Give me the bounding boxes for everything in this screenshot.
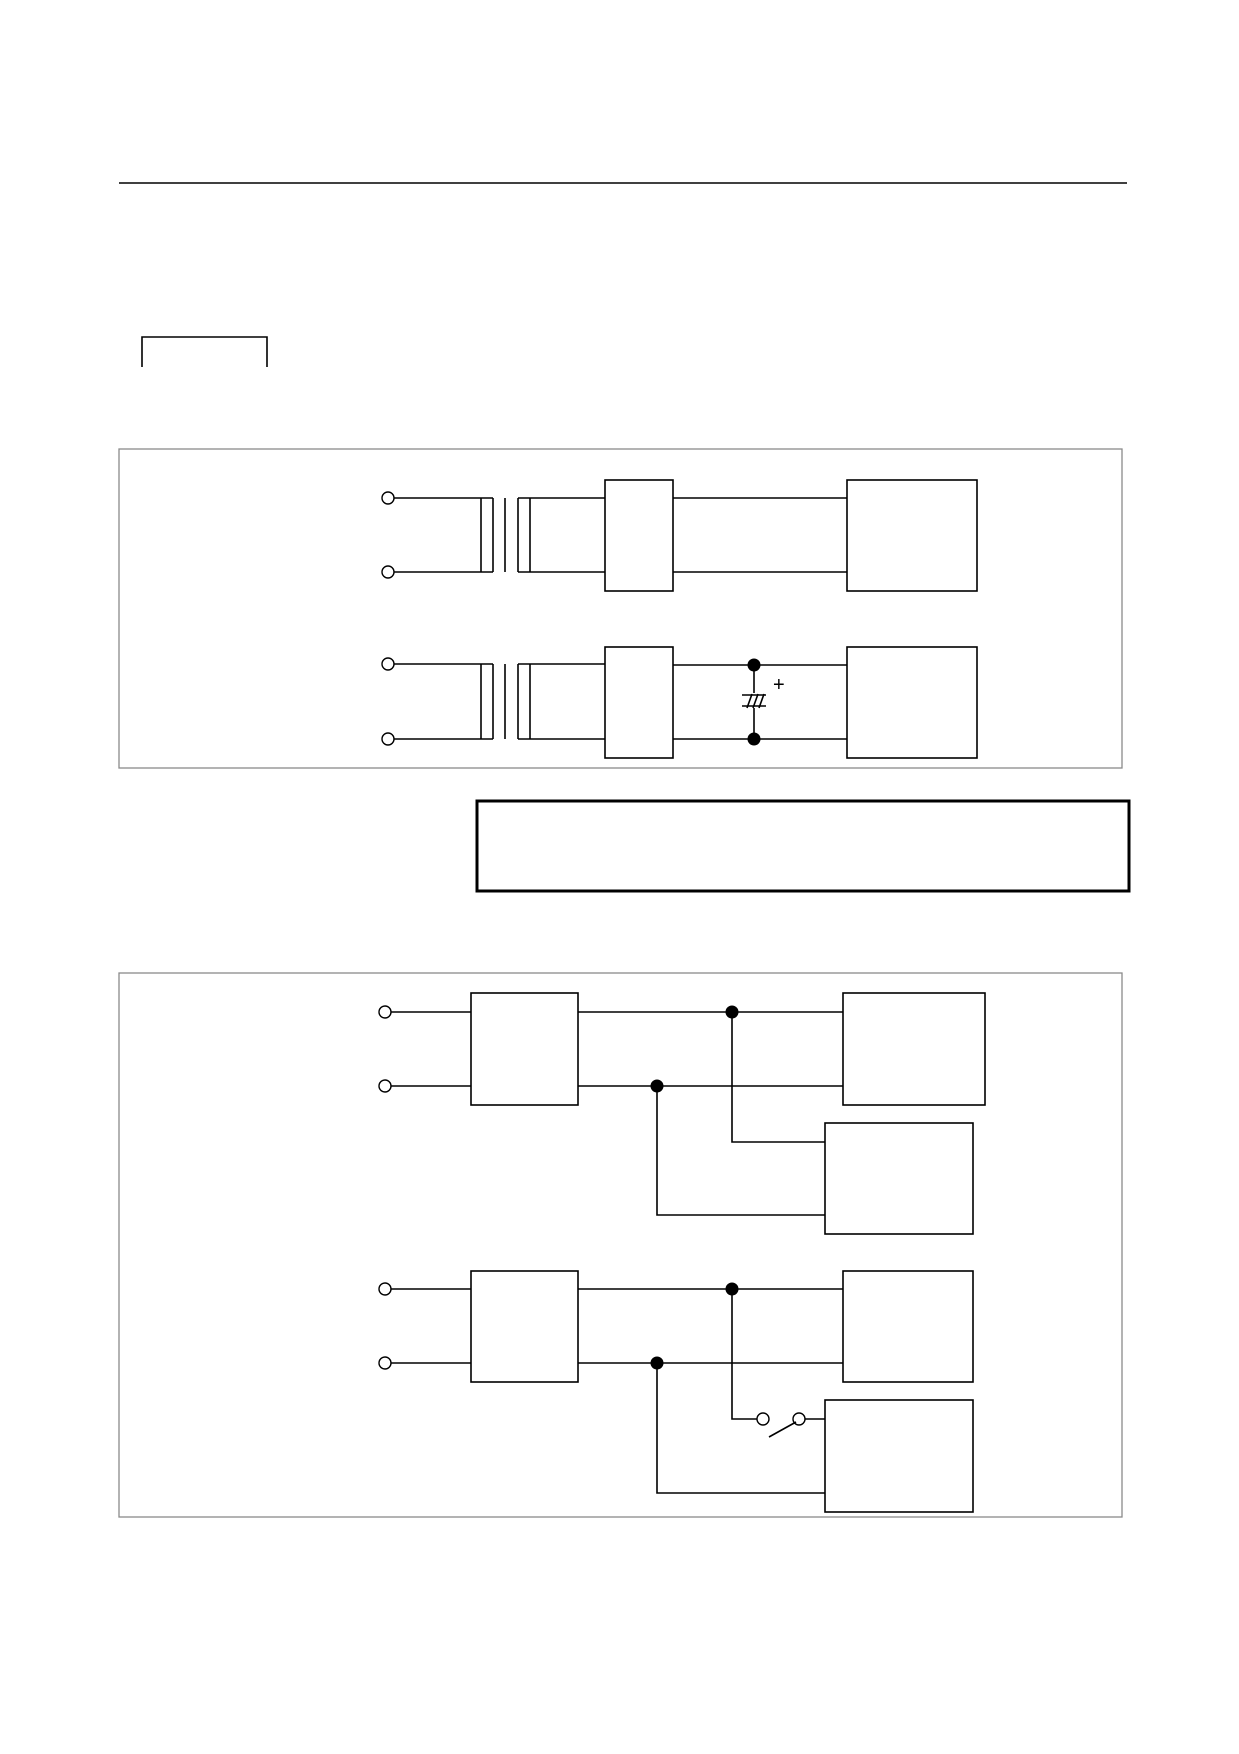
input-terminal-d1 xyxy=(378,1282,392,1296)
capacitor-symbol: + xyxy=(742,665,785,739)
input-terminal-a1 xyxy=(381,491,395,505)
load-box-a xyxy=(846,479,978,592)
figure-frame-bottom xyxy=(118,972,1123,1518)
junction-dot xyxy=(747,658,761,672)
regulator-box-a xyxy=(604,479,674,592)
junction-dot xyxy=(725,1005,739,1019)
circuit-d xyxy=(378,1270,974,1513)
figure-frame-top xyxy=(118,448,1123,769)
junction-dot xyxy=(747,732,761,746)
junction-dot xyxy=(650,1356,664,1370)
input-terminal-c1 xyxy=(378,1005,392,1019)
junction-dot xyxy=(650,1079,664,1093)
load-box-c1 xyxy=(842,992,986,1106)
label-tab xyxy=(141,336,268,367)
regulator-box-c xyxy=(470,992,579,1106)
load-box-b xyxy=(846,646,978,759)
regulator-box-d xyxy=(470,1270,579,1383)
load-box-d1 xyxy=(842,1270,974,1383)
transformer-a xyxy=(480,498,531,572)
circuit-c xyxy=(378,992,986,1235)
input-terminal-d2 xyxy=(378,1356,392,1370)
transformer-b xyxy=(480,664,531,739)
switch-symbol xyxy=(756,1412,806,1438)
capacitor-polarity-label: + xyxy=(773,674,785,696)
junction-dot xyxy=(725,1282,739,1296)
input-terminal-b2 xyxy=(381,732,395,746)
circuit-b: + xyxy=(381,646,978,759)
circuit-a xyxy=(381,479,978,592)
input-terminal-c2 xyxy=(378,1079,392,1093)
load-box-c2 xyxy=(824,1122,974,1235)
regulator-box-b xyxy=(604,646,674,759)
input-terminal-a2 xyxy=(381,565,395,579)
note-box xyxy=(475,799,1131,893)
load-box-d2 xyxy=(824,1399,974,1513)
input-terminal-b1 xyxy=(381,657,395,671)
